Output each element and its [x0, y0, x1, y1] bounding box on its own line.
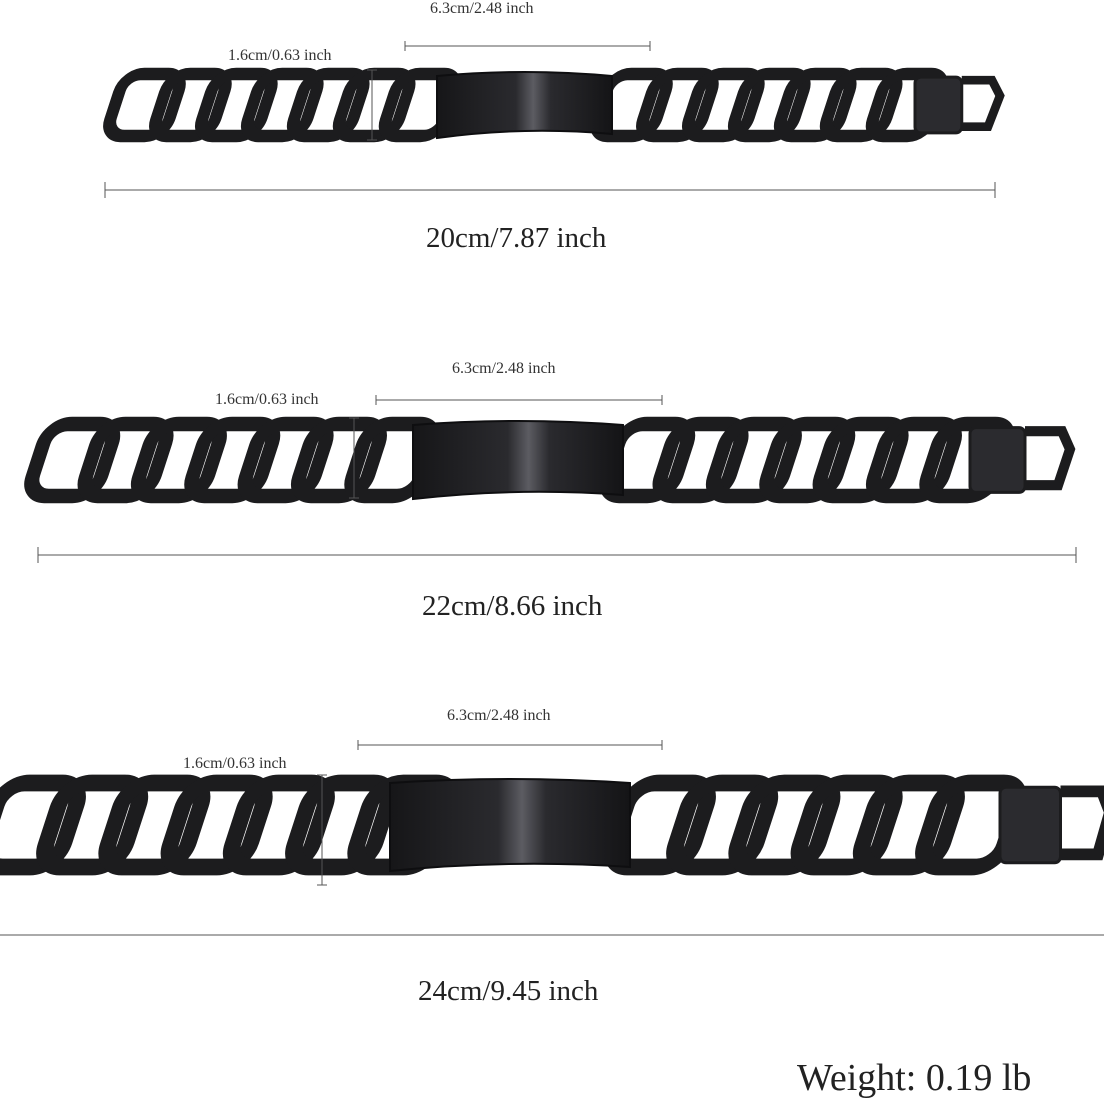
plate-length-label-1: 6.3cm/2.48 inch — [430, 0, 534, 17]
chain-link-2 — [812, 416, 909, 504]
chain-link-1 — [727, 67, 811, 143]
chain-link-3 — [222, 774, 335, 876]
chain-link-1 — [240, 67, 324, 143]
chain-link-1 — [195, 67, 278, 143]
plate-length-label-2: 6.3cm/2.48 inch — [452, 360, 556, 377]
chain-link-2 — [759, 416, 856, 504]
clasp-3 — [998, 785, 1062, 865]
chain-link-3 — [666, 774, 779, 876]
chain-link-3 — [160, 774, 273, 876]
chain-link-3 — [852, 774, 965, 876]
clasp-loop-1 — [961, 75, 1005, 132]
plate-length-label-3: 6.3cm/2.48 inch — [447, 707, 551, 724]
weight-label: Weight: 0.19 lb — [797, 1057, 1032, 1099]
chain-link-1 — [286, 67, 370, 143]
chain-link-3 — [0, 774, 86, 876]
clasp-loop-3 — [1060, 785, 1104, 861]
chain-link-3 — [98, 774, 211, 876]
width-label-1: 1.6cm/0.63 inch — [228, 47, 332, 64]
chain-link-1 — [819, 67, 903, 143]
chain-link-2 — [652, 416, 749, 504]
chain-link-1 — [636, 67, 719, 143]
chain-link-1 — [149, 67, 232, 143]
chain-link-3 — [285, 774, 398, 876]
id-plate-2 — [412, 420, 624, 501]
id-plate-1 — [436, 71, 613, 140]
chain-link-2 — [184, 416, 281, 504]
chain-link-2 — [866, 416, 962, 504]
width-label-3: 1.6cm/0.63 inch — [183, 755, 287, 772]
chain-link-2 — [291, 416, 387, 504]
chain-link-2 — [237, 416, 334, 504]
chain-link-3 — [728, 774, 841, 876]
chain-link-2 — [24, 416, 121, 504]
clasp-2 — [968, 426, 1027, 494]
chain-link-1 — [682, 67, 765, 143]
total-length-label-1: 20cm/7.87 inch — [426, 222, 607, 254]
chain-link-3 — [36, 774, 149, 876]
chain-link-2 — [77, 416, 174, 504]
chain-link-2 — [705, 416, 802, 504]
chain-link-3 — [790, 774, 903, 876]
chain-link-1 — [332, 67, 416, 143]
clasp-loop-2 — [1025, 426, 1076, 491]
chain-link-1 — [103, 67, 186, 143]
id-plate-3 — [389, 778, 631, 873]
clasp-1 — [913, 75, 964, 135]
total-length-label-2: 22cm/8.66 inch — [422, 590, 603, 622]
chain-link-1 — [773, 67, 857, 143]
chain-link-2 — [130, 416, 227, 504]
total-length-label-3: 24cm/9.45 inch — [418, 975, 599, 1007]
width-label-2: 1.6cm/0.63 inch — [215, 391, 319, 408]
